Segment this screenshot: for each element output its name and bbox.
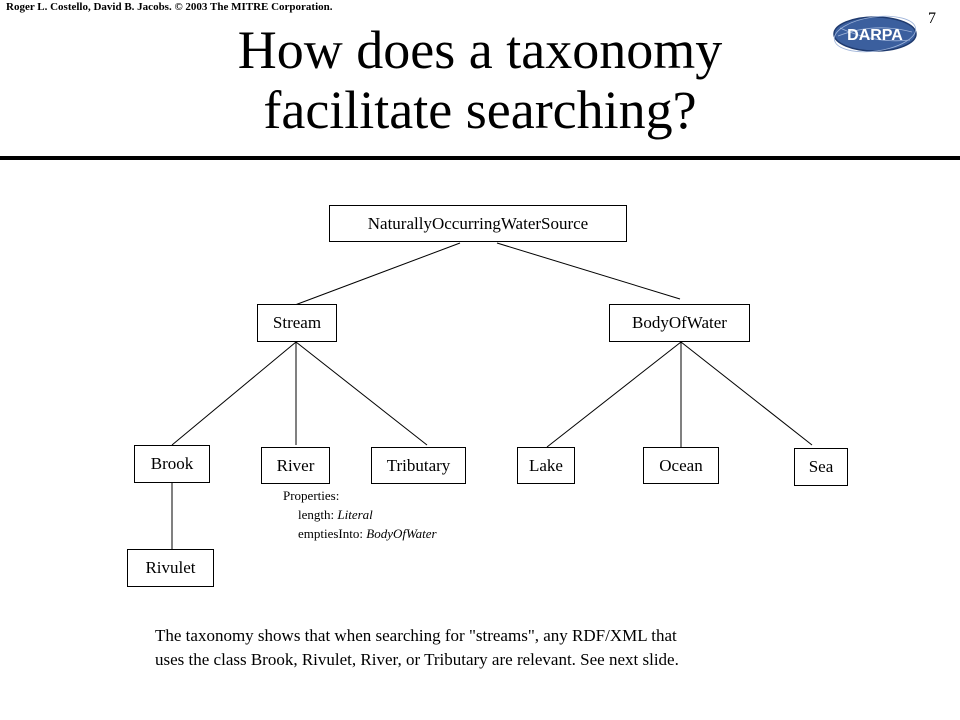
node-rivulet: Rivulet	[127, 549, 214, 587]
edge-stream-tributary	[295, 341, 428, 446]
node-stream: Stream	[257, 304, 337, 342]
edge-root-stream	[294, 242, 461, 306]
page-title: How does a taxonomy facilitate searching…	[0, 20, 960, 140]
darpa-logo: DARPA	[833, 15, 917, 53]
caption-line-2: uses the class Brook, Rivulet, River, or…	[155, 650, 679, 669]
copyright-notice: Roger L. Costello, David B. Jacobs. © 20…	[6, 1, 333, 13]
edge-bodyofwater-sea	[680, 341, 813, 446]
property-empties-value: BodyOfWater	[366, 526, 437, 541]
node-lake: Lake	[517, 447, 575, 484]
node-ocean: Ocean	[643, 447, 719, 484]
node-tributary: Tributary	[371, 447, 466, 484]
darpa-logo-text: DARPA	[847, 27, 903, 44]
title-line-2: facilitate searching?	[263, 80, 697, 140]
node-naturally-occurring-water-source: NaturallyOccurringWaterSource	[329, 205, 627, 242]
node-brook: Brook	[134, 445, 210, 483]
title-line-1: How does a taxonomy	[237, 20, 723, 80]
edge-bodyofwater-lake	[546, 341, 682, 448]
river-properties: Properties: length: Literal emptiesInto:…	[283, 486, 437, 543]
node-sea: Sea	[794, 448, 848, 486]
property-length-value: Literal	[337, 507, 373, 522]
properties-heading: Properties:	[283, 488, 340, 503]
edge-stream-brook	[171, 341, 297, 446]
edge-root-bodyofwater	[496, 242, 681, 300]
title-divider	[0, 156, 960, 160]
property-empties-into: emptiesInto: BodyOfWater	[283, 524, 437, 543]
caption-line-1: The taxonomy shows that when searching f…	[155, 626, 677, 645]
property-empties-key: emptiesInto:	[298, 526, 367, 541]
property-length: length: Literal	[283, 505, 437, 524]
caption: The taxonomy shows that when searching f…	[155, 624, 679, 672]
node-river: River	[261, 447, 330, 484]
node-body-of-water: BodyOfWater	[609, 304, 750, 342]
property-length-key: length:	[298, 507, 338, 522]
page-number: 7	[928, 10, 936, 27]
